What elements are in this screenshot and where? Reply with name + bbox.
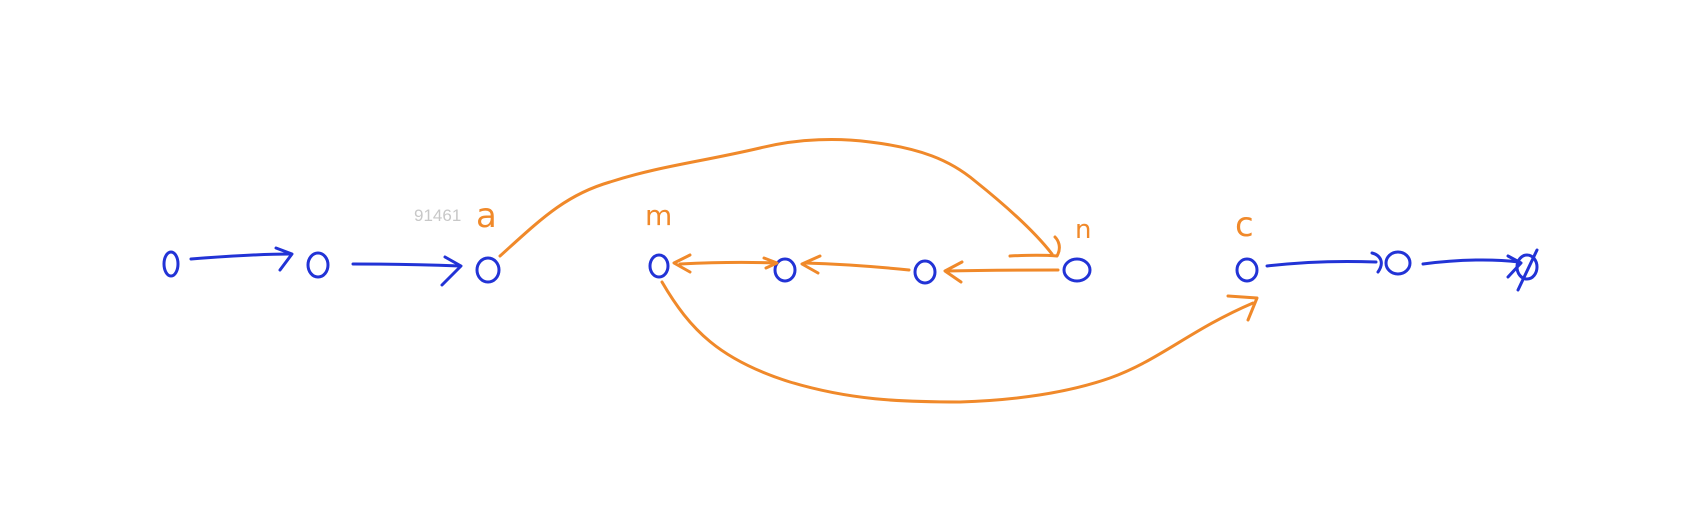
node-6 (913, 259, 937, 285)
original-links (189, 246, 1523, 287)
node-1 (162, 250, 180, 278)
link-m-c (660, 280, 1255, 404)
link-c-9-arrowhead (1370, 251, 1383, 274)
label-m: m (645, 199, 672, 232)
link-6-5 (803, 261, 911, 272)
label-a: a (476, 196, 497, 236)
link-n-6 (945, 268, 1060, 273)
link-6-5-arrowhead (800, 254, 822, 275)
link-2-a-arrowhead (440, 255, 463, 287)
link-1-2-arrowhead (274, 246, 294, 272)
node-9 (1384, 250, 1412, 276)
node-c (1235, 257, 1259, 283)
null-slash (1516, 248, 1539, 292)
link-m-5-arrowhead-left (672, 253, 692, 274)
link-9-null (1421, 258, 1521, 266)
link-m-5-arrowhead-right (762, 256, 779, 270)
link-9-null-arrowhead (1506, 254, 1523, 279)
node-5 (773, 257, 797, 283)
link-c-9 (1265, 259, 1378, 268)
node-a (475, 256, 501, 284)
link-m-c-arrowhead (1226, 294, 1259, 322)
node-m (648, 253, 670, 279)
link-a-n-arrowhead (1008, 235, 1061, 258)
list-nodes (162, 248, 1539, 292)
link-n-6-arrowhead (943, 260, 964, 284)
link-m-5 (678, 260, 777, 266)
label-n: n (1075, 215, 1091, 245)
watermark-number: 91461 (414, 206, 461, 225)
node-2 (306, 251, 330, 279)
reversed-links (498, 138, 1259, 404)
node-n (1062, 257, 1092, 283)
link-2-a (351, 262, 462, 268)
link-a-n (498, 138, 1054, 258)
label-c: c (1235, 205, 1254, 245)
link-1-2 (189, 252, 292, 261)
